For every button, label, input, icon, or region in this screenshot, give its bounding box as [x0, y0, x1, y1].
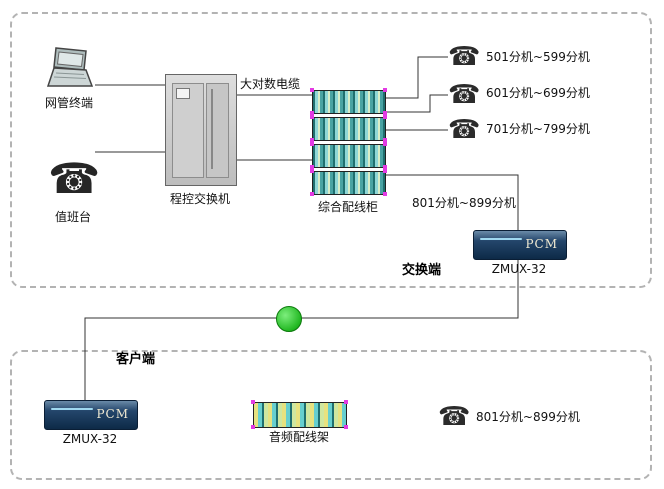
- pbx-label: 程控交换机: [169, 192, 230, 206]
- pbx-door-handle: [211, 89, 213, 169]
- pcm-link-label: 801分机~899分机: [412, 196, 516, 210]
- distribution-cabinet-label: 综合配线柜: [317, 200, 378, 214]
- audio-frame-label: 音频配线架: [268, 430, 329, 444]
- pcm-multiplexer: PCM: [473, 230, 567, 260]
- telephone-icon: ☎: [448, 115, 481, 145]
- fiber-connector-node: [276, 306, 302, 332]
- patch-panel-2: [310, 115, 386, 141]
- pcm-multiplexer: PCM: [44, 400, 138, 430]
- pbx-right-door: [206, 83, 229, 178]
- telephone-icon: ☎: [438, 402, 471, 432]
- pcm-brand-label: PCM: [525, 237, 558, 251]
- pcm-model-label: ZMUX-32: [491, 262, 547, 276]
- exchange-zone-frame: [10, 12, 652, 288]
- nms-terminal-label: 网管终端: [44, 96, 93, 110]
- duty-console-telephone-icon: ☎: [48, 154, 101, 203]
- patch-panel-4: [310, 169, 386, 195]
- pbx-cabinet: [165, 74, 237, 186]
- extension-label-501: 501分机~599分机: [486, 50, 590, 64]
- cable-label: 大对数电缆: [240, 77, 301, 91]
- laptop-icon: [42, 46, 98, 92]
- telephone-icon: ☎: [448, 42, 481, 72]
- extension-label-701: 701分机~799分机: [486, 122, 590, 136]
- client-zone-frame: [10, 350, 652, 480]
- patch-panel-3: [310, 142, 386, 168]
- duty-console-label: 值班台: [54, 210, 91, 224]
- exchange-section-label: 交换端: [402, 263, 442, 278]
- pcm-model-label: ZMUX-32: [62, 432, 118, 446]
- client-section-label: 客户端: [116, 352, 156, 367]
- pcm-brand-label: PCM: [96, 407, 129, 421]
- telephone-icon: ☎: [448, 80, 481, 110]
- pbx-display: [176, 88, 190, 99]
- audio-distribution-frame: [251, 400, 347, 428]
- extension-label-601: 601分机~699分机: [486, 86, 590, 100]
- patch-panel-1: [310, 88, 386, 114]
- client-extension-label: 801分机~899分机: [476, 410, 580, 424]
